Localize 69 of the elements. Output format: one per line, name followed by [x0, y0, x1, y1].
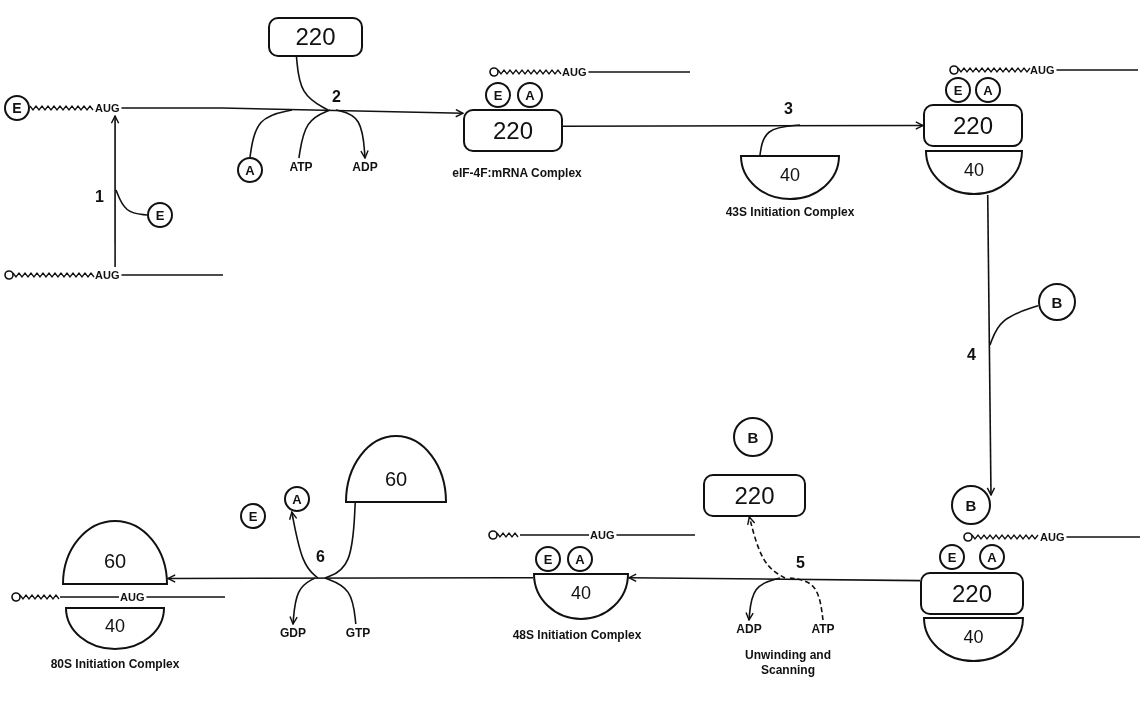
- ribosome-subunit: 60: [345, 435, 447, 503]
- reaction-arrow: [288, 511, 319, 579]
- ribosome-subunit: 40: [923, 617, 1024, 662]
- reaction-arrow: [167, 574, 534, 583]
- protein-complex-box: 220: [268, 17, 363, 57]
- molecule-label: ADP: [727, 620, 771, 638]
- factor-circle: A: [237, 157, 263, 183]
- mrna-strand: [12, 589, 225, 605]
- step-number: 5: [796, 554, 805, 572]
- ribosome-subunit: 60: [62, 520, 168, 585]
- complex-caption: 80S Initiation Complex: [49, 657, 181, 672]
- factor-circle: A: [567, 546, 593, 572]
- codon-label: AUG: [1030, 63, 1055, 78]
- step-number: 2: [332, 88, 341, 106]
- factor-circle: E: [535, 546, 561, 572]
- reaction-arrow: [628, 573, 921, 583]
- codon-label: AUG: [95, 101, 120, 116]
- factor-circle: A: [975, 77, 1001, 103]
- factor-circle: A: [979, 544, 1005, 570]
- molecule-label: GTP: [336, 624, 380, 642]
- factor-circle: B: [1038, 283, 1076, 321]
- factor-circle: E: [240, 503, 266, 529]
- mrna-strand: [489, 527, 695, 543]
- reaction-arrow: [110, 115, 120, 268]
- factor-circle: B: [951, 485, 991, 525]
- protein-complex-box: 220: [923, 104, 1023, 147]
- reaction-arrow: [562, 121, 924, 130]
- mrna-strand: [5, 267, 223, 283]
- factor-circle: E: [945, 77, 971, 103]
- factor-circle: B: [733, 417, 773, 457]
- reaction-arrow: [221, 107, 464, 118]
- protein-complex-box: 220: [703, 474, 806, 517]
- ribosome-subunit: 40: [65, 607, 165, 650]
- complex-caption: eIF-4F:mRNA Complex: [451, 166, 583, 181]
- ribosome-subunit: 40: [740, 155, 840, 200]
- factor-circle: A: [517, 82, 543, 108]
- codon-label: AUG: [95, 268, 120, 283]
- reaction-arrow: [747, 516, 786, 579]
- factor-circle: E: [485, 82, 511, 108]
- mrna-strand: [490, 64, 690, 80]
- codon-label: AUG: [562, 65, 587, 80]
- reaction-arrow: [986, 194, 996, 496]
- ribosome-subunit: 40: [533, 573, 629, 620]
- molecule-label: ATP: [280, 158, 322, 176]
- mrna-strand: [950, 62, 1138, 78]
- step-number: 3: [784, 100, 793, 118]
- reaction-arrow: [335, 109, 369, 159]
- ribosome-subunit: 40: [925, 150, 1023, 195]
- mrna-strand: [964, 529, 1140, 545]
- complex-caption: 43S Initiation Complex: [724, 205, 856, 220]
- reaction-arrow: [289, 577, 316, 625]
- step-number: 1: [95, 188, 104, 206]
- complex-caption: 48S Initiation Complex: [511, 628, 643, 643]
- reaction-arrow: [745, 577, 781, 621]
- factor-circle: E: [147, 202, 173, 228]
- molecule-label: ATP: [801, 620, 845, 638]
- protein-complex-box: 220: [920, 572, 1024, 615]
- codon-label: AUG: [120, 590, 145, 605]
- factor-circle: E: [4, 95, 30, 121]
- molecule-label: ADP: [344, 158, 386, 176]
- factor-circle: A: [284, 486, 310, 512]
- codon-label: AUG: [590, 528, 615, 543]
- molecule-label: GDP: [271, 624, 315, 642]
- complex-caption: Unwinding and Scanning: [744, 648, 832, 678]
- factor-circle: E: [939, 544, 965, 570]
- protein-complex-box: 220: [463, 109, 563, 152]
- step-number: 6: [316, 548, 325, 566]
- codon-label: AUG: [1040, 530, 1065, 545]
- step-number: 4: [967, 346, 976, 364]
